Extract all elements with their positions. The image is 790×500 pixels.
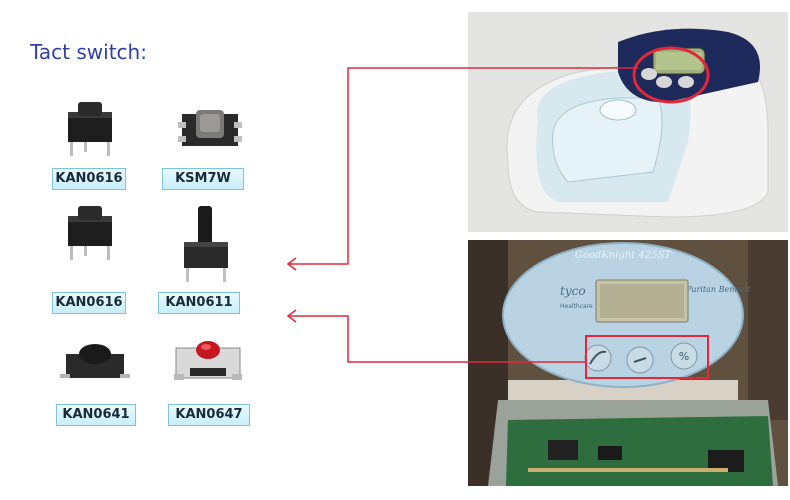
device-sub-text: Healthcare [560,303,593,310]
cpap-machine-photo [468,12,788,232]
part-label: KAN0616 [52,292,126,314]
part-label: KSM7W [162,168,244,190]
part-label: KAN0647 [168,404,250,426]
device-maker-text: tyco [560,284,586,298]
switch-image-ksm7w [178,100,242,158]
part-label: KAN0616 [52,168,126,190]
device-right-brand: Puritan Bennett [685,285,751,294]
tact-switch-tall-stem-icon [184,206,228,282]
tact-switch-smd-grey-icon [178,110,242,146]
part-label: KAN0611 [158,292,240,314]
arrow-head-bottom-icon [286,309,297,323]
tact-switch-6mm-icon [68,102,112,156]
arrow-head-top-icon [286,257,297,271]
switch-image-kan0611 [178,206,234,284]
callout-line-bottom [288,315,586,363]
page-title: Tact switch: [30,40,147,64]
svg-text:%: % [679,350,689,363]
callout-line-top [288,67,638,265]
tact-switch-smd-low-icon [60,344,130,378]
part-label: KAN0641 [56,404,136,426]
device-brand-text: GoodKnight 425ST [575,250,673,261]
tact-switch-6mm-icon [68,206,112,260]
tact-switch-smd-red-cap-icon [174,341,242,380]
goodknight-device-photo: GoodKnight 425ST tyco Healthcare Puritan… [468,240,788,486]
switch-image-kan0616-b [60,204,120,262]
switch-image-kan0641 [60,336,130,386]
switch-image-kan0616-a [60,100,120,158]
switch-image-kan0647 [170,334,246,388]
